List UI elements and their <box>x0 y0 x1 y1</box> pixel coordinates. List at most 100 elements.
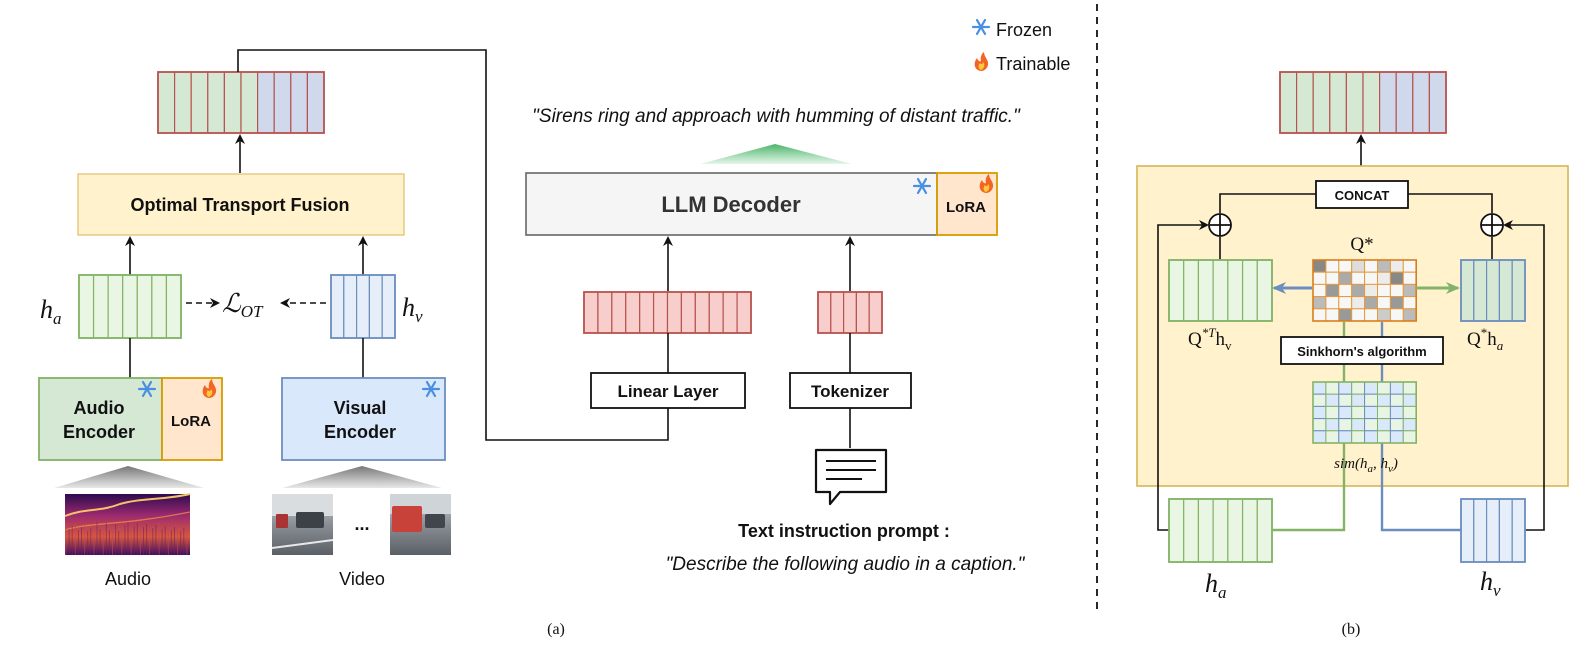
flame-inner <box>978 62 985 70</box>
matrix-cell <box>1402 296 1417 310</box>
matrix-cell <box>1325 296 1340 310</box>
matrix-cell <box>1312 418 1327 432</box>
panel-b-hv-label: hv <box>1480 567 1501 600</box>
matrix-cell <box>1338 271 1353 285</box>
matrix-cell <box>1338 418 1353 432</box>
matrix-cell <box>1402 259 1417 273</box>
matrix-cell <box>1325 283 1340 298</box>
matrix-cell <box>1389 418 1404 432</box>
matrix-cell <box>1402 393 1417 407</box>
token-cell <box>1295 71 1314 134</box>
matrix-cell <box>1338 393 1353 407</box>
token-cell <box>1485 498 1500 563</box>
linear-layer-box <box>590 372 746 409</box>
matrix-cell <box>1351 308 1366 322</box>
matrix-cell <box>1325 308 1340 322</box>
token-cell <box>1428 71 1447 134</box>
matrix-cell <box>1389 296 1404 310</box>
matrix-cell <box>1338 296 1353 310</box>
matrix-cell <box>1312 308 1327 322</box>
matrix-cell <box>1402 308 1417 322</box>
text-prompt-bubble-icon <box>814 448 888 506</box>
snowflake-center <box>979 25 983 29</box>
token-cell <box>680 291 696 334</box>
token-cell <box>1241 498 1258 563</box>
ha-residual-line <box>1157 220 1209 531</box>
similarity-matrix <box>1312 381 1417 444</box>
concat-output-tokens <box>1279 71 1447 134</box>
transported-hv-tokens <box>1460 259 1526 322</box>
audio-spectrogram-image <box>64 493 191 555</box>
panel-b-ha-label: ha <box>1205 569 1227 602</box>
matrix-cell <box>1325 393 1340 407</box>
token-cell <box>174 71 192 134</box>
video-input-fan <box>282 466 442 488</box>
matrix-cell <box>1312 259 1327 273</box>
matrix-cell <box>1312 430 1327 444</box>
decoder-output-fan <box>700 144 852 164</box>
matrix-cell <box>1338 259 1353 273</box>
video-frame-n-image <box>390 494 451 555</box>
prompt-title: Text instruction prompt : <box>738 521 950 541</box>
panel-a-label: (a) <box>547 621 565 638</box>
left-product-label: Q*Thv <box>1188 325 1232 353</box>
matrix-cell <box>1338 283 1353 298</box>
matrix-cell <box>1312 393 1327 407</box>
right-add-icon <box>1480 213 1504 237</box>
token-cell <box>1460 259 1475 322</box>
transport-plan-matrix <box>1312 259 1417 322</box>
matrix-cell <box>1389 381 1404 395</box>
token-cell <box>1197 498 1214 563</box>
audio-encoder-box <box>38 377 163 461</box>
matrix-cell <box>1402 271 1417 285</box>
flame-icon <box>979 174 994 193</box>
audio-encoder-label-line2: Encoder <box>63 422 135 442</box>
right-product-label: Q*ha <box>1467 325 1504 353</box>
token-cell <box>597 291 613 334</box>
ha-label: ha <box>40 295 62 328</box>
token-cell <box>356 274 371 339</box>
similarity-label: sim(ha, hv) <box>1334 456 1398 475</box>
flame-outer <box>979 174 994 193</box>
text-prompt-tokens <box>817 291 883 334</box>
token-cell <box>652 291 669 334</box>
matrix-cell <box>1351 283 1366 298</box>
sinkhorn-label: Sinkhorn's algorithm <box>1297 344 1427 359</box>
matrix-cell <box>1325 381 1340 395</box>
matrix-cell <box>1351 271 1366 285</box>
audio-lora-label: LoRA <box>171 413 211 430</box>
token-cell <box>1378 71 1397 134</box>
snowflake-icon <box>137 380 157 398</box>
token-cell <box>381 274 396 339</box>
token-cell <box>1473 259 1488 322</box>
token-cell <box>136 274 153 339</box>
token-cell <box>1412 71 1431 134</box>
matrix-cell <box>1351 393 1366 407</box>
transported-ha-tokens <box>1168 259 1273 322</box>
token-cell <box>1256 259 1273 322</box>
left-add-icon <box>1208 213 1232 237</box>
token-cell <box>157 71 176 134</box>
matrix-cell <box>1402 405 1417 420</box>
matrix-cell <box>1402 418 1417 432</box>
matrix-cell <box>1377 393 1391 407</box>
token-cell <box>1511 498 1526 563</box>
token-cell <box>78 274 95 339</box>
matrix-cell <box>1351 296 1366 310</box>
matrix-cell <box>1377 381 1391 395</box>
token-strip-border <box>157 71 325 134</box>
matrix-cell <box>1389 271 1404 285</box>
matrix-cell <box>1364 308 1378 322</box>
token-cell <box>1485 259 1500 322</box>
snowflake-center <box>429 387 433 391</box>
right-residual-to-concat-line <box>1408 193 1493 213</box>
token-cell <box>736 291 752 334</box>
token-strip-border <box>1460 259 1526 322</box>
matrix-cell <box>1338 430 1353 444</box>
token-cell <box>1345 71 1364 134</box>
flame-outer <box>974 52 989 71</box>
token-cell <box>257 71 275 134</box>
token-cell <box>1362 71 1381 134</box>
token-cell <box>1473 498 1488 563</box>
matrix-cell <box>1312 296 1327 310</box>
